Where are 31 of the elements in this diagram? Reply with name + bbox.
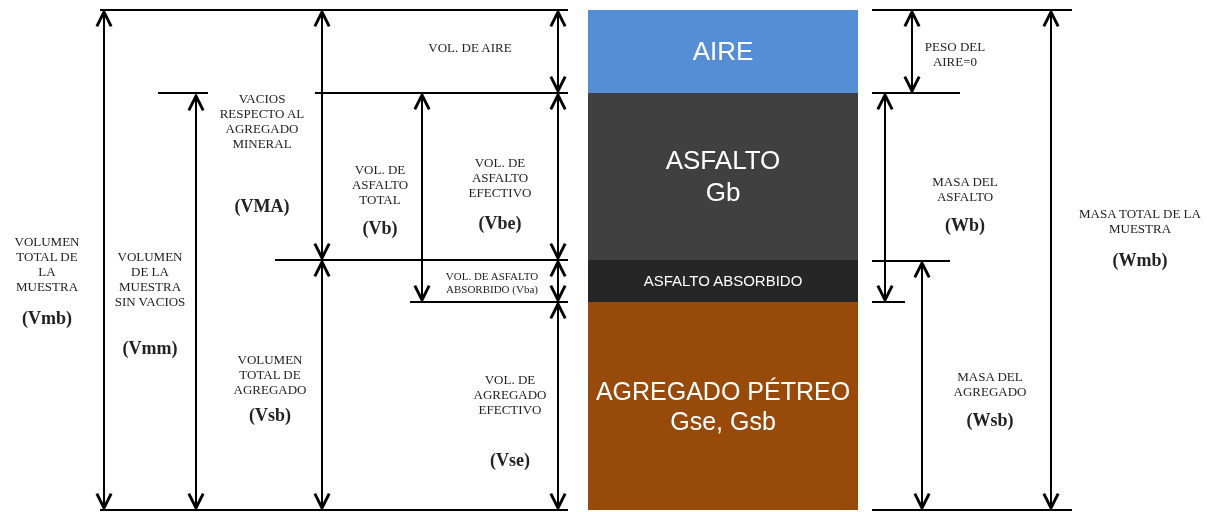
symbol-label: (Vmb) bbox=[22, 307, 72, 329]
symbol-label: (Wsb) bbox=[966, 409, 1014, 431]
layer-label: AGREGADO PÉTREO Gse, Gsb bbox=[594, 376, 852, 436]
symbol-label: (Wmb) bbox=[1112, 249, 1168, 271]
layer-band bbox=[588, 93, 858, 260]
symbol-label: (Vbe) bbox=[478, 212, 522, 234]
symbol-label: (Vb) bbox=[362, 217, 398, 239]
dimension-label: VOL. DE ASFALTO EFECTIVO bbox=[467, 155, 533, 201]
symbol-label: (Vse) bbox=[490, 449, 530, 471]
symbol-label: (Vmm) bbox=[122, 337, 178, 359]
symbol-label: (Wb) bbox=[945, 214, 985, 236]
dimension-label: VOL. DE ASFALTO TOTAL bbox=[350, 162, 410, 208]
layer-band bbox=[588, 10, 858, 93]
layer-band bbox=[588, 302, 858, 510]
dimension-label: VOLUMEN TOTAL DE LA MUESTRA bbox=[13, 235, 81, 295]
dimension-label: MASA DEL ASFALTO bbox=[931, 175, 999, 205]
dimension-label: VOL. DE AIRE bbox=[427, 40, 513, 56]
dimension-label: MASA DEL AGREGADO bbox=[952, 370, 1028, 400]
symbol-label: (VMA) bbox=[234, 195, 290, 217]
dimension-label: VACIOS RESPECTO AL AGREGADO MINERAL bbox=[218, 92, 306, 152]
dimension-label: VOLUMEN DE LA MUESTRA SIN VACIOS bbox=[113, 250, 187, 310]
symbol-label: (Vsb) bbox=[249, 404, 291, 426]
dimension-label: MASA TOTAL DE LA MUESTRA bbox=[1078, 207, 1202, 237]
layer-label: ASFALTO Gb bbox=[664, 145, 782, 208]
dimension-label: VOL. DE ASFALTO ABSORBIDO (Vba) bbox=[444, 270, 540, 296]
dimension-label: VOL. DE AGREGADO EFECTIVO bbox=[472, 372, 548, 418]
layer-label: AIRE bbox=[692, 35, 754, 68]
layer-label: ASFALTO ABSORBIDO bbox=[643, 272, 803, 290]
dimension-label: PESO DEL AIRE=0 bbox=[923, 40, 987, 70]
layer-band bbox=[588, 260, 858, 302]
dimension-label: VOLUMEN TOTAL DE AGREGADO bbox=[232, 352, 308, 398]
